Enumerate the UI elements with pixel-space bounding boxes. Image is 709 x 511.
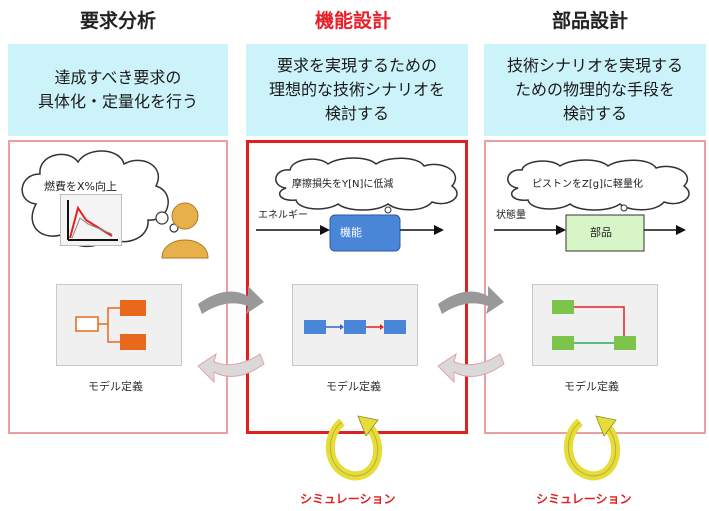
input-label-part: 状態量: [496, 210, 526, 221]
model-label-function: モデル定義: [326, 380, 381, 393]
cycle-arrow-icon: [563, 415, 621, 481]
model-box-part: [532, 284, 658, 366]
bubble-part-design: ピストンをZ[g]に軽量化: [532, 179, 644, 190]
description-part-text: 技術シナリオを実現する ための物理的な手段を 検討する: [506, 56, 683, 123]
part-block-flow: [494, 214, 686, 252]
bubble-requirements: 燃費をX%向上: [44, 180, 117, 193]
description-part-design: 技術シナリオを実現する ための物理的な手段を 検討する: [484, 44, 706, 136]
graph-icon: [60, 194, 122, 246]
model-diagram-function: [304, 320, 406, 334]
model-label-requirements: モデル定義: [88, 380, 143, 393]
forward-arrow-1: [198, 286, 264, 314]
bubble-function-design: 摩擦損失をY[N]に低減: [292, 179, 394, 190]
part-block-label: 部品: [590, 226, 612, 239]
person-icon: [161, 202, 209, 259]
model-label-part: モデル定義: [564, 380, 619, 393]
simulation-label-function: シミュレーション: [300, 492, 396, 506]
description-function-design: 要求を実現するための 理想的な技術シナリオを 検討する: [246, 44, 468, 136]
description-function-text: 要求を実現するための 理想的な技術シナリオを 検討する: [268, 56, 445, 123]
description-requirements: 達成すべき要求の 具体化・定量化を行う: [8, 44, 228, 136]
heading-part-design: 部品設計: [551, 10, 628, 32]
description-requirements-text: 達成すべき要求の 具体化・定量化を行う: [37, 68, 198, 111]
forward-arrow-2: [438, 286, 504, 314]
backward-arrow-2: [437, 352, 505, 384]
model-diagram-requirements: [75, 300, 146, 350]
cloud-icon: [507, 159, 690, 212]
cycle-arrow-icon: [325, 415, 383, 481]
model-diagram-part: [552, 300, 636, 350]
input-label-function: エネルギー: [258, 210, 308, 221]
heading-requirements: 要求分析: [79, 10, 156, 32]
cloud-icon: [275, 157, 458, 214]
backward-arrow-1: [197, 352, 265, 384]
simulation-label-part: シミュレーション: [536, 492, 632, 506]
function-block-label: 機能: [340, 226, 362, 239]
heading-function-design: 機能設計: [314, 10, 391, 32]
function-block-flow: [256, 214, 444, 252]
